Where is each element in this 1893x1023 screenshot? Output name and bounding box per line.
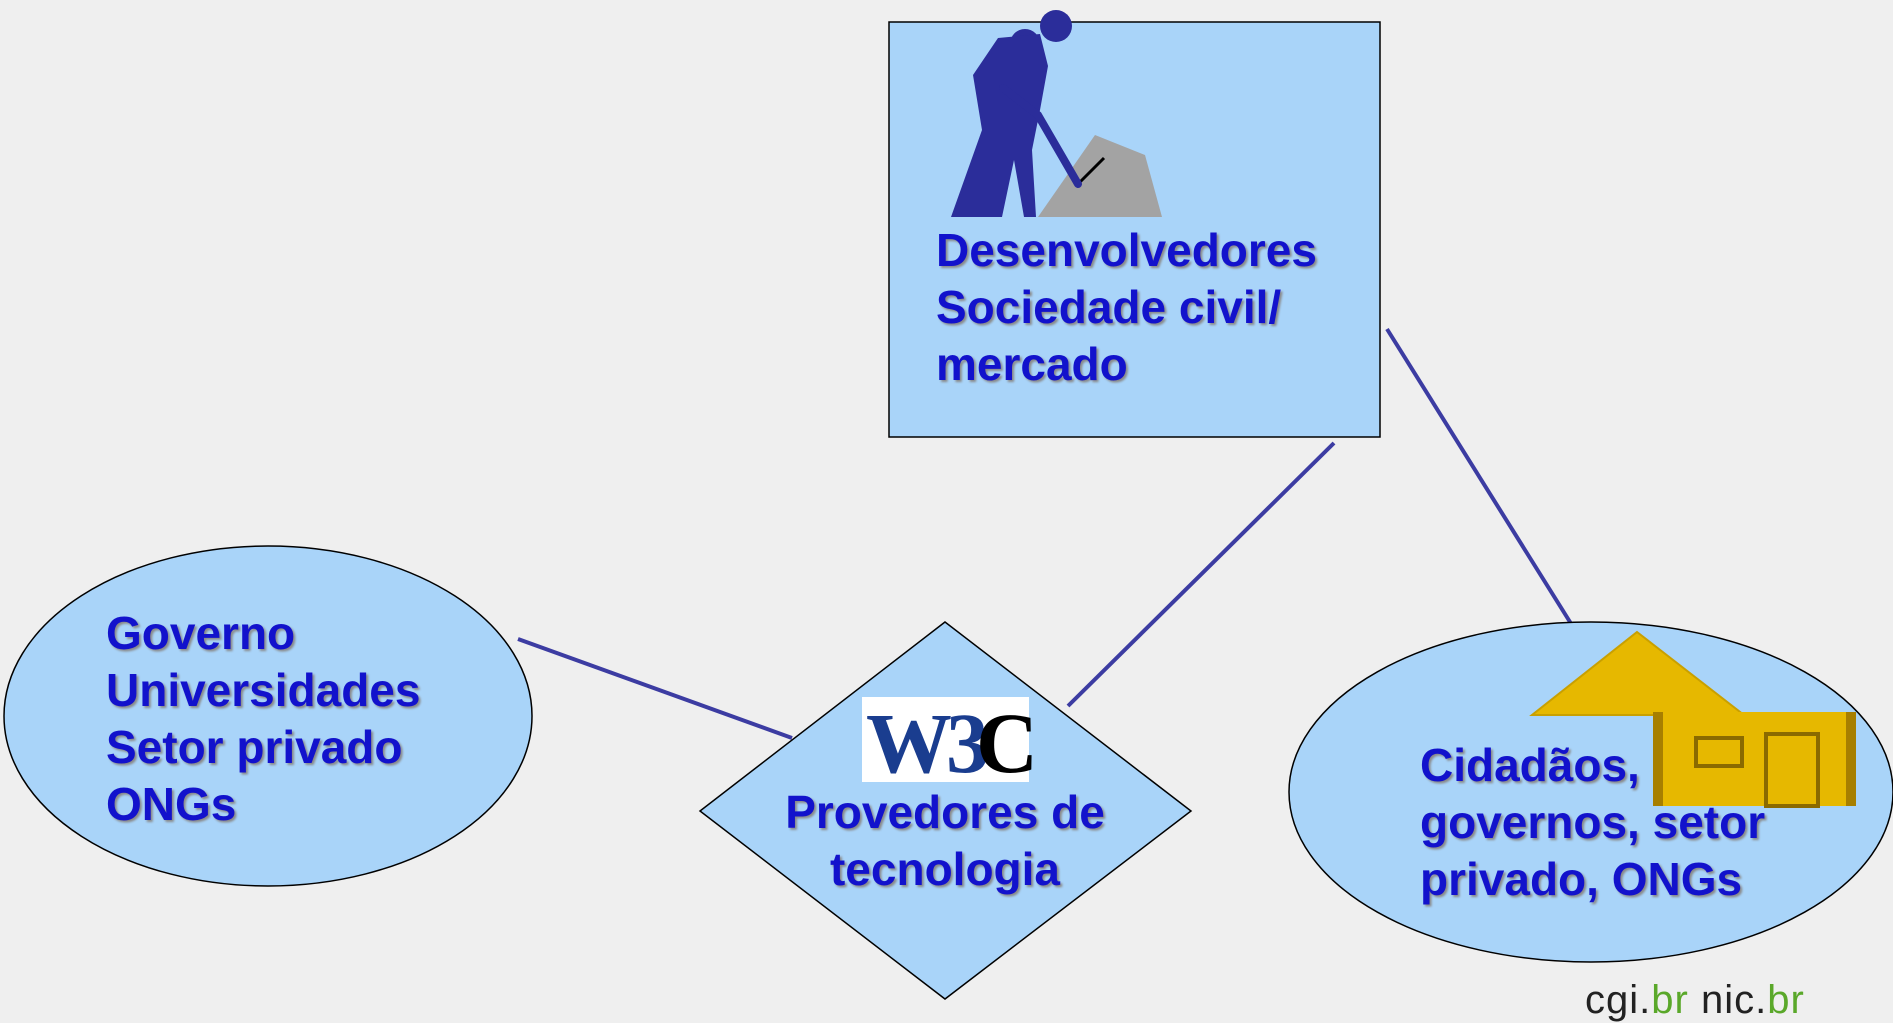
footer-sep <box>1689 978 1701 1022</box>
node-left-line: Governo <box>106 607 296 659</box>
connector-left-center <box>517 637 793 740</box>
footer-cgi: cgi. <box>1585 978 1652 1022</box>
svg-text:C: C <box>976 695 1038 791</box>
node-top-box <box>888 21 1381 438</box>
footer-nic: nic. <box>1700 978 1768 1022</box>
svg-text:W3: W3 <box>866 695 987 791</box>
footer-cgi-br: br <box>1651 978 1689 1022</box>
connector-top-right <box>1385 327 1577 632</box>
node-center-line: tecnologia <box>829 843 1061 895</box>
node-right-label: Cidadãos, governos, setor privado, ONGs <box>1420 737 1765 908</box>
node-top-label: Desenvolvedores Sociedade civil/ mercado <box>936 222 1317 393</box>
node-right-line: privado, ONGs <box>1420 853 1743 905</box>
node-right-ellipse <box>1288 621 1893 963</box>
node-left-line: Universidades <box>106 664 421 716</box>
node-left-ellipse <box>3 545 533 887</box>
worker-digging-icon <box>951 10 1162 217</box>
node-right-line: Cidadãos, <box>1420 739 1640 791</box>
node-left-line: ONGs <box>106 778 237 830</box>
node-left-line: Setor privado <box>106 721 403 773</box>
node-center-line: Provedores de <box>785 786 1105 838</box>
footer-nic-br: br <box>1767 978 1805 1022</box>
node-center-diamond <box>698 621 1193 1000</box>
node-top-line: Desenvolvedores <box>936 224 1317 276</box>
w3c-logo: W3 C <box>862 695 1038 791</box>
house-icon <box>1529 630 1856 808</box>
node-right-line: governos, setor <box>1420 796 1766 848</box>
node-center-label: Provedores de tecnologia <box>700 784 1190 898</box>
diagram-canvas: W3 C <box>3 10 1893 1000</box>
node-top-line: mercado <box>936 338 1128 390</box>
node-top-line: Sociedade civil/ <box>936 281 1282 333</box>
node-left-label: Governo Universidades Setor privado ONGs <box>106 605 420 833</box>
connector-center-top <box>1066 441 1336 708</box>
